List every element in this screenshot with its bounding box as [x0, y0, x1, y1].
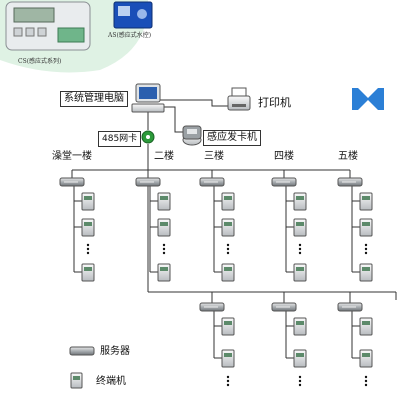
legend-server-label: 服务器: [100, 346, 130, 357]
terminal-lower-3-1: [359, 349, 373, 368]
terminal-group: [81, 192, 373, 387]
switch-lower-2: [271, 302, 297, 312]
terminal-floor-3-0: [221, 192, 235, 211]
terminal-floor-5-2: [359, 263, 373, 282]
as-device-icon: [113, 1, 153, 29]
terminal-lower-2-1: [293, 349, 307, 368]
switch-floor-5: [337, 177, 363, 187]
terminal-floor-1-2: [81, 263, 95, 282]
floor-label-4: 四楼: [274, 151, 294, 162]
card-issuer-icon: [182, 125, 202, 146]
terminal-floor-2-2: [157, 263, 171, 282]
product-photos: [0, 0, 153, 73]
terminal-floor-1-0: [81, 192, 95, 211]
switch-floor-4: [271, 177, 297, 187]
terminal-lower-3-0: [359, 317, 373, 336]
ellipsis-dots-floor-5: [364, 243, 368, 255]
legend-icons: [69, 346, 95, 389]
terminal-lower-1-0: [221, 317, 235, 336]
terminal-lower-1-1: [221, 349, 235, 368]
terminal-floor-3-2: [221, 263, 235, 282]
terminal-floor-3-1: [221, 218, 235, 237]
terminal-floor-4-1: [293, 218, 307, 237]
terminal-floor-2-1: [157, 218, 171, 237]
ellipsis-dots-lower-2: [298, 375, 302, 387]
as-caption: AS(感应式水控): [108, 32, 152, 39]
terminal-floor-1-1: [81, 218, 95, 237]
network-card-label: 485网卡: [98, 131, 142, 147]
ellipsis-dots-floor-4: [298, 243, 302, 255]
management-computer-icon: [131, 83, 165, 113]
terminal-lower-2-0: [293, 317, 307, 336]
legend-terminal-label: 终端机: [96, 376, 126, 387]
terminal-floor-2-0: [157, 192, 171, 211]
network-card-485-icon: [141, 130, 155, 144]
floor-label-1: 澡堂一楼: [52, 151, 92, 162]
ellipsis-dots-lower-1: [226, 375, 230, 387]
cs-device-icon: [5, 1, 91, 51]
terminal-floor-4-2: [293, 263, 307, 282]
ellipsis-dots-floor-2: [162, 243, 166, 255]
ellipsis-dots-lower-3: [364, 375, 368, 387]
terminal-floor-5-0: [359, 192, 373, 211]
printer-icon: [227, 87, 251, 111]
brand-logo: [352, 88, 384, 110]
cs-caption: CS(感应式系列): [18, 58, 62, 65]
switch-lower-3: [337, 302, 363, 312]
legend-server-icon: [69, 346, 95, 356]
switch-lower-1: [199, 302, 225, 312]
switch-floor-2: [135, 177, 161, 187]
printer-label: 打印机: [258, 96, 291, 109]
floor-label-2: 二楼: [154, 151, 174, 162]
card-issuer-label: 感应发卡机: [203, 130, 261, 146]
legend-terminal-icon: [70, 372, 83, 389]
management-computer-label: 系统管理电脑: [60, 91, 128, 107]
switch-floor-3: [199, 177, 225, 187]
network-lines: [71, 99, 397, 359]
floor-label-3: 三楼: [204, 151, 224, 162]
ellipsis-dots-floor-3: [226, 243, 230, 255]
terminal-floor-5-1: [359, 218, 373, 237]
floor-label-5: 五楼: [338, 151, 358, 162]
terminal-floor-4-0: [293, 192, 307, 211]
switch-group: [59, 177, 363, 312]
ellipsis-dots-floor-1: [86, 243, 90, 255]
switch-floor-1: [59, 177, 85, 187]
